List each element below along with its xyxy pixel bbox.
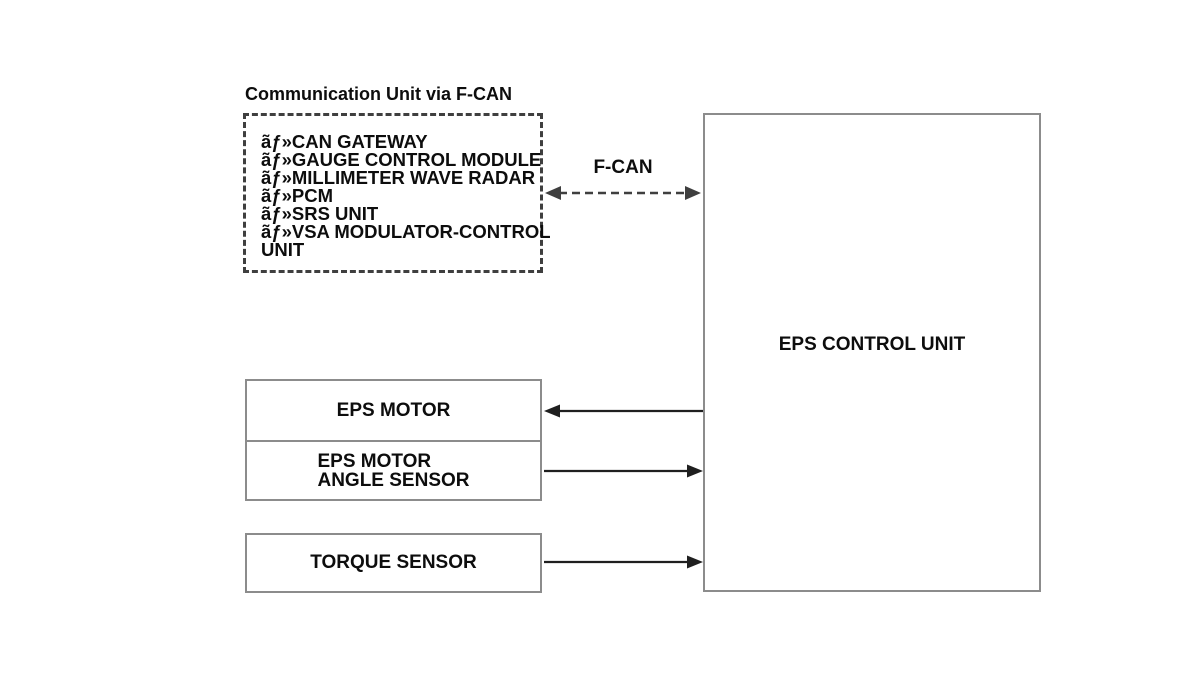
eps-control-unit-label: EPS CONTROL UNIT	[778, 334, 966, 355]
fcan-bus-arrow	[545, 186, 701, 200]
eps-motor-angle-sensor-box: EPS MOTOR ANGLE SENSOR	[245, 440, 542, 501]
eps-motor-box: EPS MOTOR	[245, 379, 542, 442]
comm-unit-list: ãƒ»CAN GATEWAY ãƒ»GAUGE CONTROL MODULE ã…	[261, 131, 551, 260]
eps-motor-label: EPS MOTOR	[336, 399, 451, 421]
torque-sensor-box: TORQUE SENSOR	[245, 533, 542, 593]
eps-motor-angle-sensor-line2: ANGLE SENSOR	[317, 469, 470, 491]
comm-unit-list-line: ãƒ»VSA MODULATOR-CONTROL	[261, 221, 551, 242]
comm-unit-list-line: ãƒ»CAN GATEWAY	[261, 131, 428, 152]
comm-unit-title: Communication Unit via F-CAN	[245, 84, 513, 104]
arrowhead-left-icon	[544, 404, 560, 418]
comm-unit-box	[243, 113, 543, 273]
eps-control-unit-box: EPS CONTROL UNIT	[703, 113, 1041, 592]
comm-unit-list-line: ãƒ»PCM	[261, 185, 333, 206]
arrowhead-right-icon	[685, 186, 701, 200]
torque-sensor-label: TORQUE SENSOR	[310, 552, 477, 573]
arrow-from-angle-sensor	[544, 464, 703, 478]
fcan-bus-label: F-CAN	[593, 157, 653, 178]
eps-motor-angle-sensor-line1: EPS MOTOR	[317, 450, 432, 472]
eps-motor-angle-sensor-label: EPS MOTOR ANGLE SENSOR	[317, 452, 469, 490]
comm-unit-list-line: ãƒ»GAUGE CONTROL MODULE	[261, 149, 542, 170]
arrowhead-right-icon	[687, 555, 703, 569]
arrowhead-right-icon	[687, 464, 703, 478]
arrow-from-torque-sensor	[544, 555, 703, 569]
arrow-to-eps-motor	[544, 404, 703, 418]
comm-unit-list-line: ãƒ»MILLIMETER WAVE RADAR	[261, 167, 536, 188]
comm-unit-list-line: ãƒ»SRS UNIT	[261, 203, 379, 224]
comm-unit-list-line: UNIT	[261, 239, 305, 260]
